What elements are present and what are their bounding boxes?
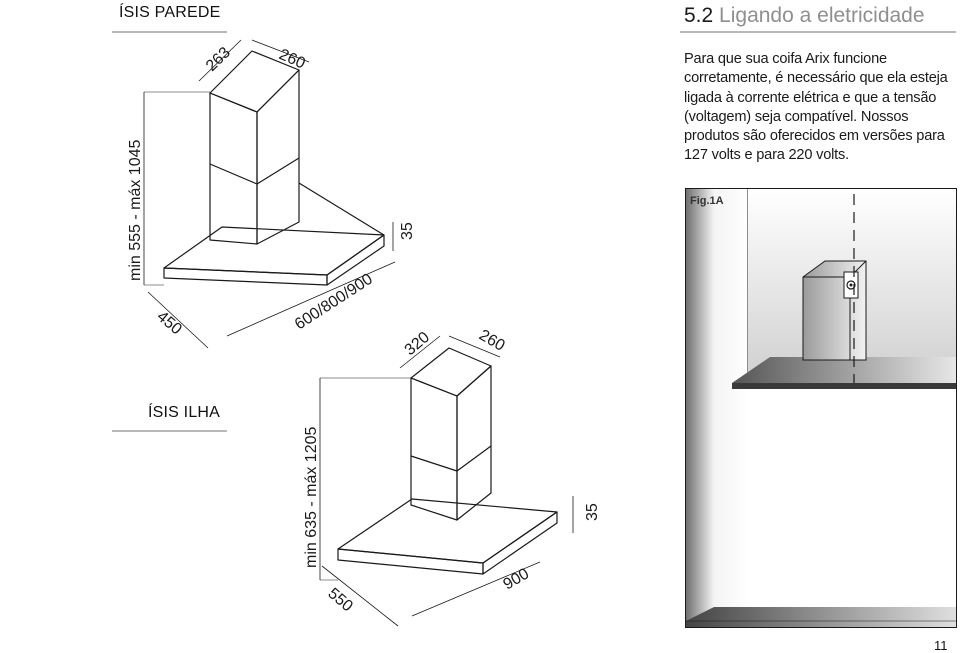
dim-parede-depth: 450	[153, 308, 184, 338]
hood-front-face	[163, 267, 328, 286]
figure-illustration	[686, 189, 956, 627]
hood-top-face	[163, 226, 385, 276]
drawing-ilha	[319, 335, 574, 627]
dim-ilha-top-width: 260	[476, 327, 508, 355]
section-title: Ligando a eletricidade	[719, 4, 925, 27]
model-title-parede: ÍSIS PAREDE	[119, 4, 221, 21]
section-number: 5.2	[684, 4, 714, 27]
model-rule-parede	[112, 31, 227, 33]
figure-wall-left	[686, 189, 748, 627]
page-number: 11	[934, 638, 948, 653]
model-title-ilha: ÍSIS ILHA	[148, 404, 221, 421]
chimney-front-face	[410, 377, 458, 521]
heading-rule	[680, 31, 956, 33]
dim-ilha-depth: 550	[324, 585, 355, 615]
dim-ilha-thickness: 35	[584, 503, 601, 521]
dim-parede-height: min 555 - máx 1045	[127, 139, 144, 281]
dim-ilha-width: 900	[501, 565, 533, 593]
dim-ilha-top-depth: 320	[402, 329, 433, 359]
figure-1a: Fig.1A	[685, 188, 957, 628]
dim-parede-top-width: 260	[276, 46, 307, 72]
figure-label: Fig.1A	[690, 195, 724, 207]
section-body: Para que sua coifa Arix funcione correta…	[684, 51, 948, 164]
drawing-parede	[143, 39, 396, 349]
chimney-side-face	[256, 69, 300, 245]
hood-top-face	[337, 498, 558, 564]
dim-ilha-height: min 635 - máx 1205	[303, 426, 320, 568]
dim-parede-top-depth: 263	[203, 44, 234, 75]
section-heading: 5.2 Ligando a eletricidade	[684, 4, 925, 28]
chimney-side-face	[456, 365, 492, 521]
model-rule-ilha	[112, 430, 227, 432]
dim-parede-thickness: 35	[399, 222, 416, 240]
chimney-front-face	[209, 92, 258, 245]
